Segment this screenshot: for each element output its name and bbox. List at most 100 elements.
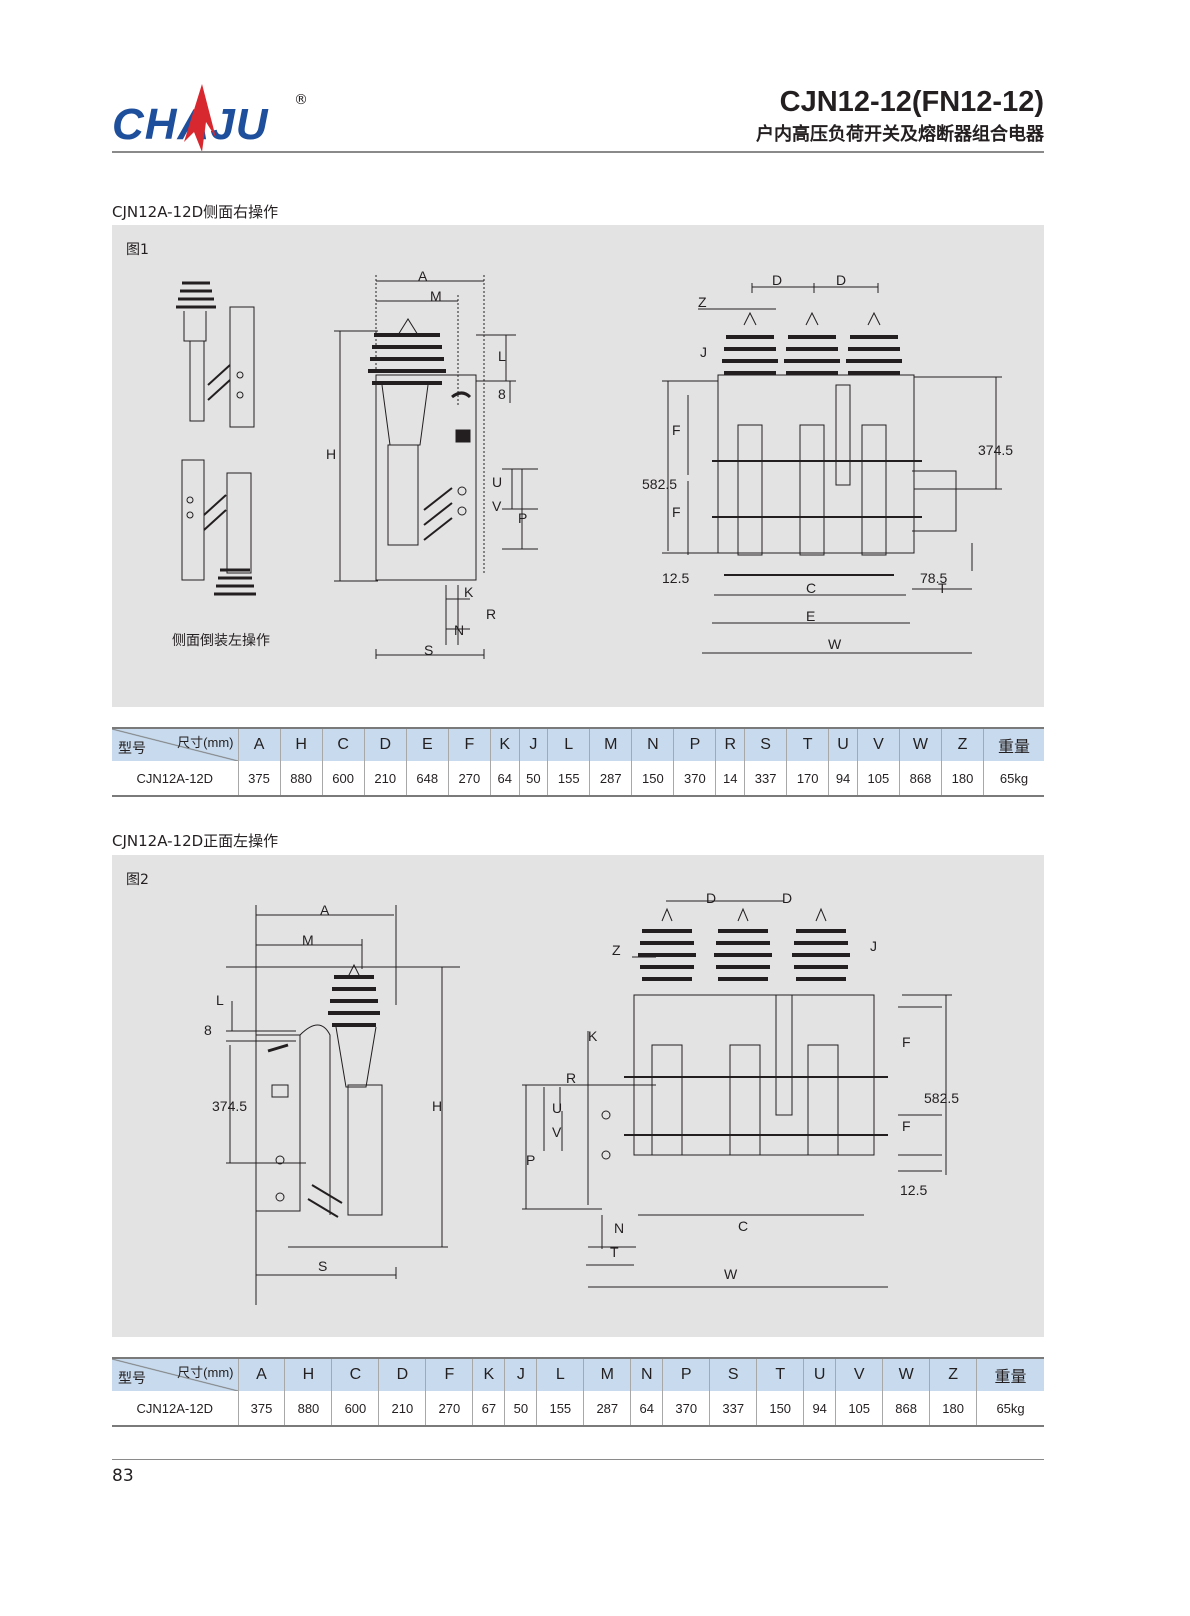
dim-label-z: Z xyxy=(698,294,707,310)
column-header: P xyxy=(662,1358,711,1391)
column-header: C xyxy=(331,1358,380,1391)
main-side-view xyxy=(334,275,538,659)
dim-label-z: Z xyxy=(612,942,621,958)
column-header: E xyxy=(406,728,449,761)
table-cell: 50 xyxy=(519,761,549,796)
dim-label-f1: F xyxy=(902,1034,911,1050)
small-side-view-top xyxy=(176,281,255,428)
dim-label-n: N xyxy=(614,1220,624,1236)
dim-label-t: T xyxy=(938,580,947,596)
dim-label-c: C xyxy=(806,580,816,596)
dim-label-u: U xyxy=(552,1100,562,1116)
column-header: U xyxy=(828,728,858,761)
dim-label-v: V xyxy=(552,1124,562,1140)
table-cell: 180 xyxy=(929,1391,978,1426)
figure-label: 图2 xyxy=(126,872,149,888)
table-cell: 868 xyxy=(882,1391,931,1426)
figure-1-panel: 图1 xyxy=(112,225,1044,707)
logo-flame-icon xyxy=(184,84,216,152)
column-header: J xyxy=(519,728,549,761)
section-title-front-left: CJN12A-12D正面左操作 xyxy=(112,832,279,850)
dim-label-r: R xyxy=(566,1070,576,1086)
table-row: CJN12A-12D 375 880 600 210 648 270 64 50… xyxy=(112,761,1044,796)
table-cell: 375 xyxy=(238,761,281,796)
table-cell: 600 xyxy=(331,1391,380,1426)
dim-label-374-5: 374.5 xyxy=(978,442,1013,458)
corner-model-label: 型号 xyxy=(118,1370,146,1386)
row-model-cell: CJN12A-12D xyxy=(112,1391,239,1426)
table-cell: 94 xyxy=(803,1391,837,1426)
column-header: H xyxy=(280,728,323,761)
table-cell: 287 xyxy=(583,1391,632,1426)
corner-dimension-label: 尺寸(mm) xyxy=(177,735,234,750)
column-header: L xyxy=(547,728,591,761)
table-cell: 210 xyxy=(364,761,407,796)
dim-label-a: A xyxy=(320,902,330,918)
corner-dimension-label: 尺寸(mm) xyxy=(177,1365,234,1380)
table-cell: 65kg xyxy=(996,1400,1025,1416)
table-cell: 287 xyxy=(589,761,633,796)
table-cell: 375 xyxy=(238,1391,286,1426)
column-header: N xyxy=(630,1358,664,1391)
dim-label-n: N xyxy=(454,622,464,638)
figure-label: 图1 xyxy=(126,242,149,258)
dim-label-582-5: 582.5 xyxy=(924,1090,959,1106)
model-subtitle: 户内高压负荷开关及熔断器组合电器 xyxy=(756,124,1044,145)
dim-label-h: H xyxy=(432,1098,442,1114)
dim-label-8: 8 xyxy=(204,1022,212,1038)
spec-table-1-header: 尺寸(mm) 型号 A H C D E F K J L M N P R S T … xyxy=(112,728,1044,761)
table-row: CJN12A-12D 375 880 600 210 270 67 50 155… xyxy=(112,1391,1044,1426)
column-header: V xyxy=(857,728,900,761)
column-header: F xyxy=(425,1358,474,1391)
column-header: N xyxy=(631,728,675,761)
figure-2-drawing: A M L 8 374.5 H S D D Z J xyxy=(204,890,959,1305)
table-cell: 370 xyxy=(662,1391,711,1426)
figure-1-caption: 侧面倒装左操作 xyxy=(172,633,270,649)
dim-label-r: R xyxy=(486,606,496,622)
column-header: W xyxy=(899,728,943,761)
dim-label-e: E xyxy=(806,608,815,624)
spec-table-2-header: 尺寸(mm) 型号 A H C D F K J L M N P S T U V … xyxy=(112,1358,1044,1391)
column-header: T xyxy=(786,728,830,761)
dim-label-h: H xyxy=(326,446,336,462)
dim-label-374-5: 374.5 xyxy=(212,1098,247,1114)
column-header: J xyxy=(504,1358,538,1391)
table-corner-cell: 尺寸(mm) 型号 xyxy=(112,1358,239,1391)
table-cell: 65kg xyxy=(999,770,1029,786)
brand-logo: CHAJU ® xyxy=(112,82,312,154)
dim-label-m: M xyxy=(430,288,442,304)
dim-label-d2: D xyxy=(782,890,792,906)
table-cell: 600 xyxy=(322,761,365,796)
dim-label-f1: F xyxy=(672,422,681,438)
column-header: P xyxy=(673,728,717,761)
dim-label-d1: D xyxy=(706,890,716,906)
dim-label-8: 8 xyxy=(498,386,506,402)
table-cell: 337 xyxy=(744,761,788,796)
dim-label-t: T xyxy=(610,1244,619,1260)
side-view xyxy=(226,905,460,1305)
table-cell: 150 xyxy=(756,1391,805,1426)
dim-label-l: L xyxy=(498,348,506,364)
front-view xyxy=(522,900,952,1288)
dim-label-p: P xyxy=(526,1152,535,1168)
dim-label-f2: F xyxy=(902,1118,911,1134)
dim-label-a: A xyxy=(418,268,428,284)
column-header: Z xyxy=(929,1358,978,1391)
table-cell: 648 xyxy=(406,761,449,796)
column-header: Z xyxy=(941,728,985,761)
front-view xyxy=(662,283,1002,654)
table-cell: 50 xyxy=(504,1391,538,1426)
column-header: W xyxy=(882,1358,931,1391)
column-header: L xyxy=(536,1358,585,1391)
table-cell: 67 xyxy=(472,1391,506,1426)
dim-label-w: W xyxy=(828,636,842,652)
column-header: D xyxy=(364,728,407,761)
column-header: K xyxy=(490,728,520,761)
dim-label-s: S xyxy=(318,1258,327,1274)
table-cell: 94 xyxy=(828,761,858,796)
spec-table-1: 尺寸(mm) 型号 A H C D E F K J L M N P R S T … xyxy=(112,727,1044,797)
table-cell: 105 xyxy=(835,1391,884,1426)
column-header: R xyxy=(715,728,746,761)
column-header: 重量 xyxy=(998,739,1031,756)
model-title: CJN12-12(FN12-12) xyxy=(779,86,1044,118)
